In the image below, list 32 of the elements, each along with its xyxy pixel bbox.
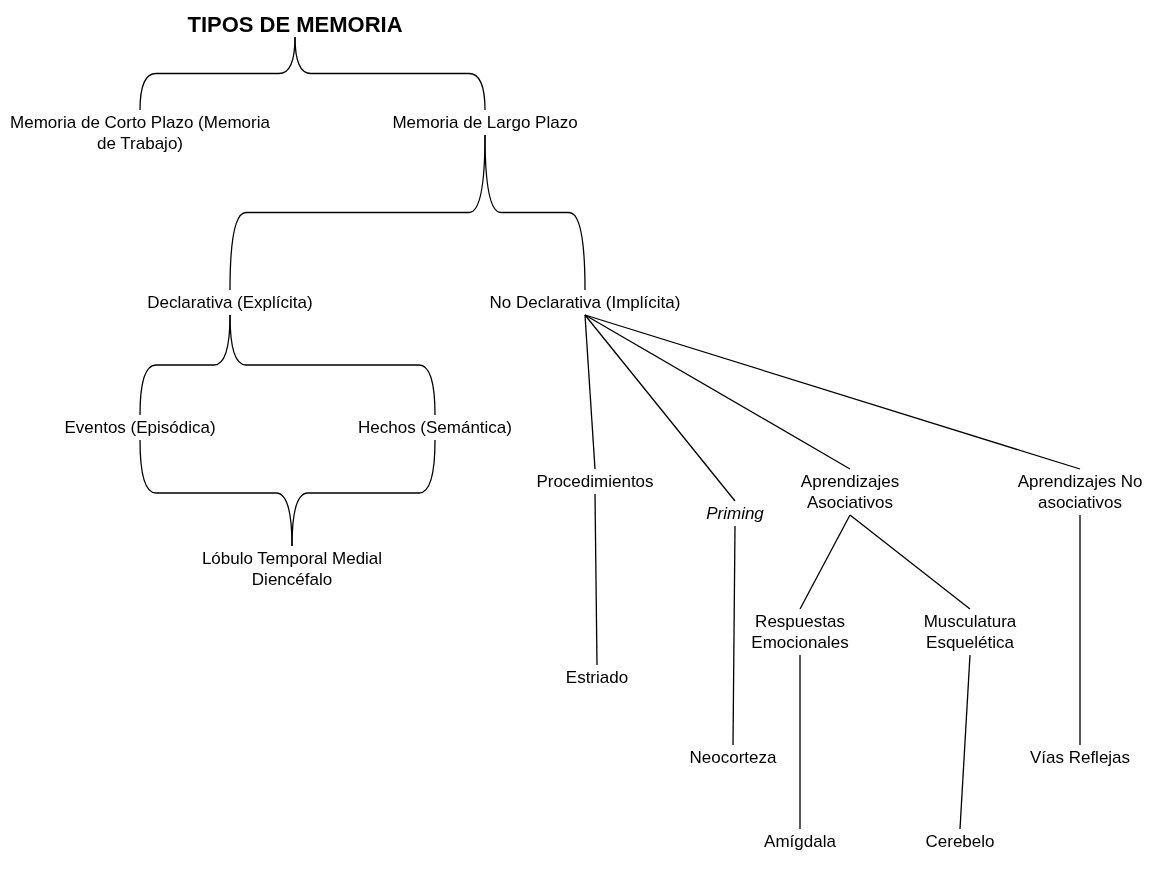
- node-label: Hechos (Semántica): [335, 417, 535, 438]
- node-label: Musculatura Esquelética: [910, 611, 1030, 653]
- brace: [294, 36, 486, 111]
- connector-line: [584, 314, 1081, 470]
- brace: [291, 439, 436, 547]
- node-label: Memoria de Largo Plazo: [355, 112, 615, 133]
- node-label: Cerebelo: [910, 831, 1010, 852]
- node-label: Neocorteza: [678, 747, 788, 768]
- node-label: Estriado: [547, 667, 647, 688]
- node-label: Eventos (Episódica): [30, 417, 250, 438]
- connector-line: [584, 314, 736, 502]
- connector-line: [849, 514, 971, 610]
- connector-line: [584, 314, 851, 470]
- node-label: Memoria de Corto Plazo (Memoria de Trabajo): [0, 112, 280, 154]
- node-label: Amígdala: [750, 831, 850, 852]
- node-label: Procedimientos: [520, 471, 670, 492]
- node-label: Aprendizajes No asociativos: [1010, 471, 1150, 513]
- connector-line: [732, 525, 736, 746]
- brace: [484, 134, 586, 291]
- connector-line: [1079, 514, 1081, 746]
- connector-line: [594, 493, 598, 666]
- node-label: Declarativa (Explícita): [110, 292, 350, 313]
- diagram-title: TIPOS DE MEMORIA: [135, 14, 455, 35]
- brace: [229, 314, 436, 416]
- node-label: Vías Reflejas: [1020, 747, 1140, 768]
- node-label: Respuestas Emocionales: [745, 611, 855, 653]
- connector-line: [799, 654, 801, 830]
- connector-line: [799, 514, 851, 610]
- connector-line: [959, 654, 971, 830]
- node-label: Lóbulo Temporal Medial Diencéfalo: [172, 548, 412, 590]
- node-label: No Declarativa (Implícita): [455, 292, 715, 313]
- connector-line: [584, 314, 596, 470]
